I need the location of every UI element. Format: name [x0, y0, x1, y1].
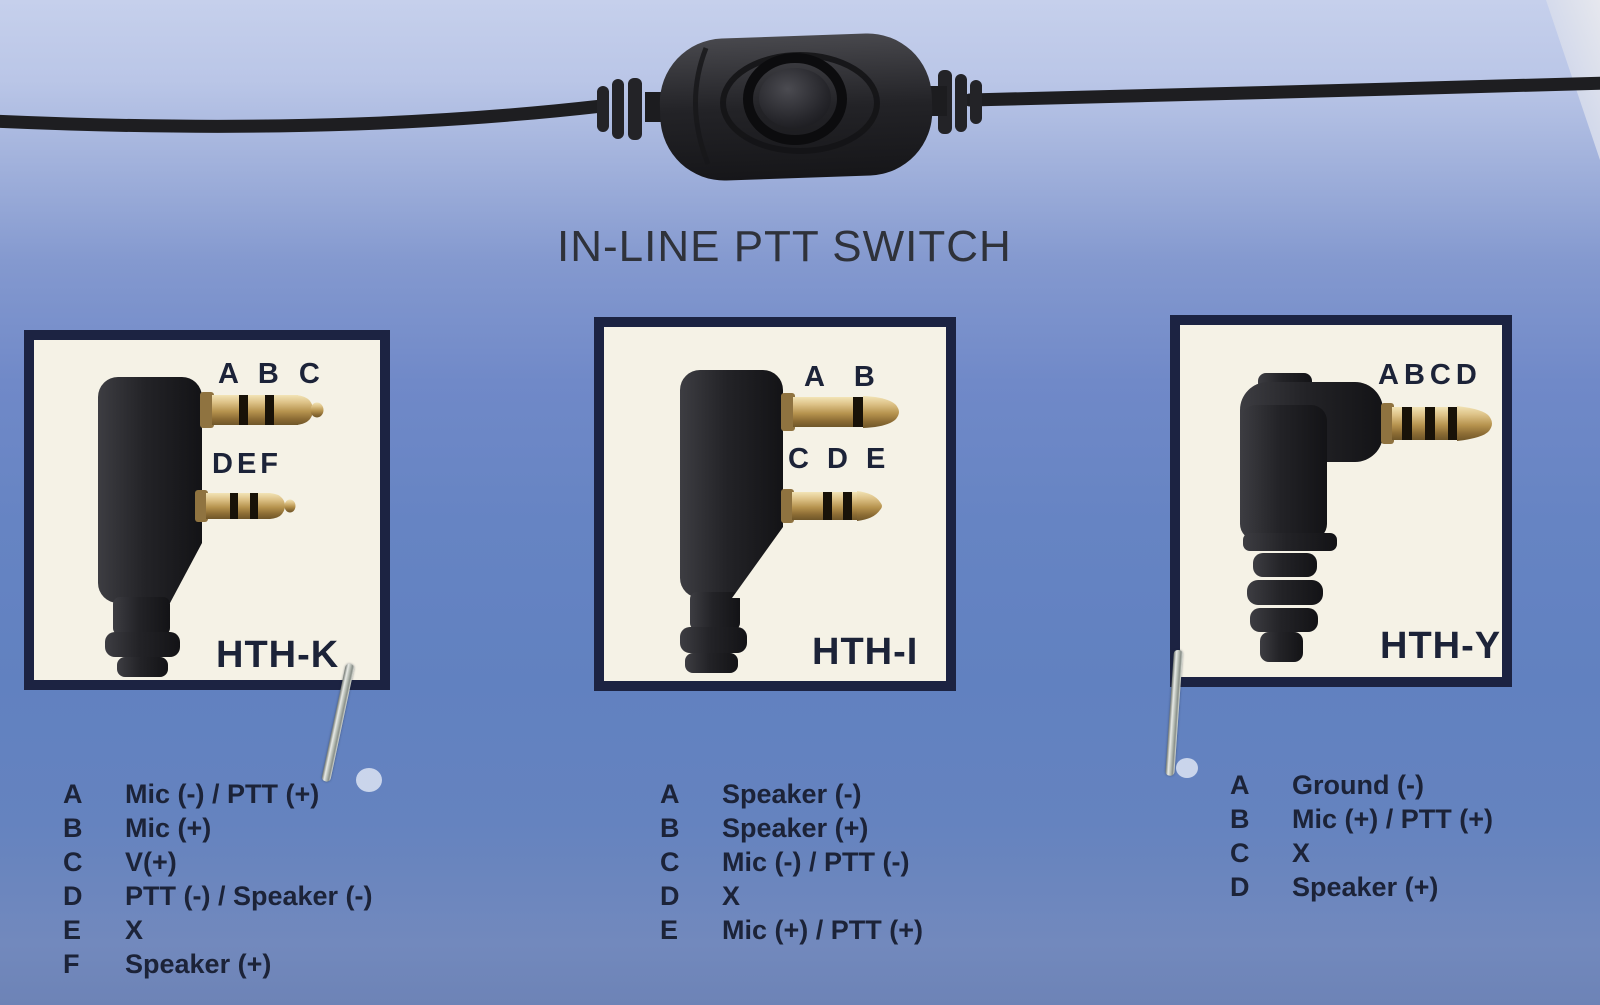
pin-letter: D: [1230, 872, 1250, 902]
pin-description: Speaker (+): [722, 813, 869, 843]
pin-letter: A: [660, 779, 680, 809]
pinout-row: B Speaker (+): [660, 813, 923, 847]
pin-letter: B: [1230, 804, 1250, 834]
connector-panel-hth-y: ABCD HTH-Y: [1170, 315, 1512, 687]
page-title: IN-LINE PTT SWITCH: [557, 222, 1012, 271]
pinout-row: A Ground (-): [1230, 770, 1493, 804]
model-name: HTH-I: [812, 631, 919, 673]
pin-letter: B: [63, 813, 83, 843]
pinout-row: D PTT (-) / Speaker (-): [63, 881, 373, 915]
pin-letter: A: [1230, 770, 1250, 800]
pin-letter: C: [63, 847, 83, 877]
model-name: HTH-Y: [1380, 625, 1502, 667]
top-plug-pins-label: A B: [804, 361, 879, 393]
connector-body: [98, 377, 202, 677]
pin-description: Ground (-): [1292, 770, 1424, 800]
pin-description: X: [722, 881, 741, 911]
ptt-button: [759, 68, 831, 128]
staple-glint: [356, 768, 382, 792]
top-plug-pins-label: A B C: [218, 358, 326, 390]
pinout-row: C Mic (-) / PTT (-): [660, 847, 923, 881]
pinout-row: A Speaker (-): [660, 779, 923, 813]
pinout-row: B Mic (+) / PTT (+): [1230, 804, 1493, 838]
staple-glint: [1176, 758, 1198, 778]
top-plug-pins-label: ABCD: [1378, 359, 1482, 391]
pin-letter: C: [1230, 838, 1250, 868]
pin-description: Mic (+) / PTT (+): [1292, 804, 1494, 834]
plug-3_5mm: [200, 392, 324, 428]
pin-letter: E: [63, 915, 82, 945]
pin-description: Mic (-) / PTT (-): [722, 847, 910, 877]
hth-k-connector-photo: [98, 377, 324, 677]
body-corner-cut: [732, 527, 783, 598]
ptt-button-ring: [743, 53, 847, 145]
pinout-row: E Mic (+) / PTT (+): [660, 915, 923, 949]
switch-crease: [693, 47, 711, 165]
plug-2_5mm: [781, 489, 882, 523]
pin-letter: B: [660, 813, 680, 843]
pin-letter: E: [660, 915, 679, 945]
connector-panel-hth-i: A B C D E HTH-I: [594, 317, 956, 691]
pin-description: Mic (+) / PTT (+): [722, 915, 924, 945]
pinout-row: B Mic (+): [63, 813, 373, 847]
cable-right: [963, 76, 1600, 107]
inline-ptt-switch-photo: [0, 33, 1600, 181]
pinout-legend-hth-i: A Speaker (-) B Speaker (+) C Mic (-) / PTT…: [660, 779, 923, 949]
bottom-plug-pins-label: C D E: [788, 443, 891, 475]
pinout-row: D Speaker (+): [1230, 872, 1493, 906]
pin-description: PTT (-) / Speaker (-): [125, 881, 373, 911]
pin-description: X: [125, 915, 144, 945]
pin-description: Speaker (+): [125, 949, 272, 979]
staple: [1165, 649, 1183, 777]
pin-description: Mic (-) / PTT (+): [125, 779, 320, 809]
pin-description: Speaker (-): [722, 779, 862, 809]
pinout-row: A Mic (-) / PTT (+): [63, 779, 373, 813]
pinout-row: F Speaker (+): [63, 949, 373, 983]
plug-3_5mm-4c: [1381, 403, 1492, 444]
pin-description: Speaker (+): [1292, 872, 1439, 902]
model-name: HTH-K: [216, 634, 340, 676]
connector-body: [1240, 373, 1383, 662]
pin-description: V(+): [125, 847, 177, 877]
pin-letter: F: [63, 949, 80, 979]
pin-description: X: [1292, 838, 1311, 868]
hth-i-connector-photo: [680, 370, 899, 673]
pin-letter: D: [660, 881, 680, 911]
connector-body: [680, 370, 783, 673]
connector-panel-hth-k: A B C DEF HTH-K: [24, 330, 390, 690]
pinout-legend-hth-k: A Mic (-) / PTT (+) B Mic (+) C V(+) D PTT (…: [63, 779, 373, 983]
bottom-plug-pins-label: DEF: [212, 448, 282, 480]
hth-y-connector-photo: [1240, 373, 1492, 662]
plug-3_5mm: [781, 393, 899, 431]
plug-2_5mm: [195, 490, 296, 522]
pin-description: Mic (+): [125, 813, 212, 843]
pinout-row: C V(+): [63, 847, 373, 881]
pin-letter: D: [63, 881, 83, 911]
pin-letter: A: [63, 779, 83, 809]
pin-letter: C: [660, 847, 680, 877]
body-corner-cut: [170, 543, 202, 603]
cable-left: [0, 99, 609, 133]
